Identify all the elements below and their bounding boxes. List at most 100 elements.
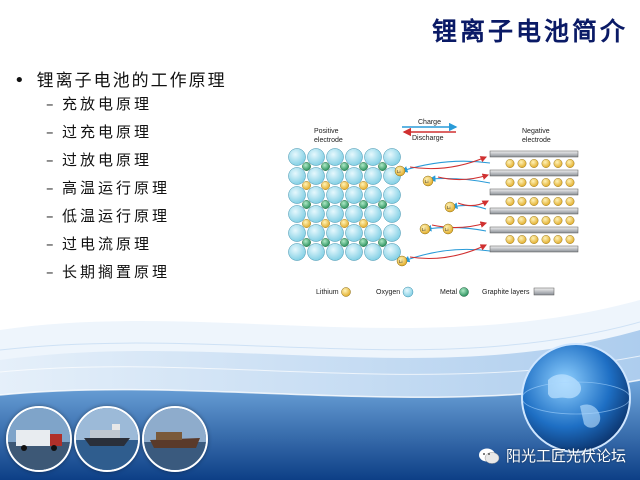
oxygen-atom — [326, 167, 344, 185]
metal-atom — [302, 200, 311, 209]
oxygen-atom — [383, 224, 401, 242]
lithium-atom — [517, 159, 527, 168]
lithium-atom — [529, 235, 539, 244]
oxygen-atom — [326, 186, 344, 204]
legend-metal-marker — [459, 287, 469, 297]
oxygen-atom — [364, 186, 382, 204]
watermark: 阳光工匠光伏论坛 — [478, 445, 626, 466]
lithium-atom — [505, 197, 515, 206]
oxygen-atom — [288, 243, 306, 261]
metal-atom — [340, 162, 349, 171]
list-item-text: 低温运行原理 — [62, 207, 171, 225]
list-item-text: 过放电原理 — [62, 151, 153, 169]
positive-electrode-label: Positive — [314, 128, 339, 135]
oxygen-atom — [326, 148, 344, 166]
negative-electrode-label-2: electrode — [522, 137, 551, 144]
lithium-atom — [565, 235, 575, 244]
oxygen-atom — [288, 186, 306, 204]
lithium-ion-label: Li — [425, 179, 429, 184]
legend-lithium-marker — [341, 287, 351, 297]
graphite-layer — [489, 226, 579, 234]
list-item: –高温运行原理 — [46, 179, 171, 197]
negative-electrode-label: Negative — [522, 128, 550, 135]
lithium-ion-label: Li — [447, 205, 451, 210]
oxygen-atom — [345, 243, 363, 261]
lithium-atom — [553, 159, 563, 168]
lithium-ion — [444, 201, 456, 213]
lithium-atom — [553, 235, 563, 244]
legend-oxygen-label: Oxygen — [376, 289, 400, 296]
lithium-ion-label: Li — [397, 169, 401, 174]
oxygen-atom — [326, 224, 344, 242]
oxygen-atom — [326, 205, 344, 223]
lithium-atom — [529, 197, 539, 206]
cathode-lattice — [288, 148, 401, 261]
legend-metal-label: Metal — [440, 289, 458, 296]
lithium-ion — [442, 223, 454, 235]
lithium-atom — [505, 216, 515, 225]
lithium-ion-label: Li — [422, 227, 426, 232]
oxygen-atom — [307, 148, 325, 166]
lithium-atom — [302, 219, 311, 228]
discharge-ion-arrow — [457, 200, 489, 207]
lithium-atom — [553, 216, 563, 225]
oxygen-atom — [345, 224, 363, 242]
list-item: –过电流原理 — [46, 235, 153, 253]
main-bullet: •锂离子电池的工作原理 — [14, 66, 227, 91]
graphite-layer — [489, 150, 579, 158]
oxygen-atom — [345, 167, 363, 185]
list-item-text: 过电流原理 — [62, 235, 153, 253]
globe-icon — [521, 343, 631, 453]
graphite-layer — [489, 245, 579, 253]
legend-graphite-label: Graphite layers — [482, 289, 530, 296]
metal-atom — [359, 238, 368, 247]
lithium-atom — [541, 235, 551, 244]
metal-atom — [321, 200, 330, 209]
charge-ion-arrow — [400, 160, 491, 173]
metal-atom — [378, 162, 387, 171]
lithium-atom — [553, 178, 563, 187]
lithium-atom — [517, 197, 527, 206]
lithium-atom — [529, 159, 539, 168]
main-bullet-text: 锂离子电池的工作原理 — [36, 71, 227, 91]
metal-atom — [359, 162, 368, 171]
discharge-ion-arrow — [409, 244, 487, 260]
oxygen-atom — [345, 205, 363, 223]
metal-atom — [378, 200, 387, 209]
lithium-atom — [565, 159, 575, 168]
oxygen-atom — [364, 243, 382, 261]
list-item-text: 长期搁置原理 — [62, 263, 171, 281]
oxygen-atom — [364, 167, 382, 185]
list-item: –充放电原理 — [46, 95, 153, 113]
truck-photo — [6, 406, 72, 472]
lithium-atom — [321, 181, 330, 190]
charge-ion-arrow — [402, 248, 491, 263]
discharge-ion-arrow — [437, 173, 490, 181]
legend: Lithium Oxygen Metal Graphite layers — [316, 286, 555, 298]
discharge-label: Discharge — [412, 135, 444, 142]
ship-photo — [74, 406, 140, 472]
lithium-ion-label: Li — [445, 227, 449, 232]
oxygen-atom — [364, 205, 382, 223]
battery-diagram: Positive electrode Negative electrode Ch… — [280, 111, 586, 304]
oxygen-atom — [364, 148, 382, 166]
lithium-atom — [340, 181, 349, 190]
lithium-atom — [565, 216, 575, 225]
lithium-atom — [529, 216, 539, 225]
graphite-layer — [489, 207, 579, 215]
legend-lithium-label: Lithium — [316, 289, 339, 296]
list-item-text: 充放电原理 — [62, 95, 153, 113]
lithium-atom — [553, 197, 563, 206]
lithium-atom — [541, 178, 551, 187]
oxygen-atom — [288, 148, 306, 166]
metal-atom — [321, 238, 330, 247]
lithium-ion — [396, 255, 408, 267]
metal-atom — [302, 238, 311, 247]
lithium-atom — [541, 197, 551, 206]
charge-ion-arrow — [428, 175, 491, 184]
list-item: –过充电原理 — [46, 123, 153, 141]
lithium-ion — [422, 175, 434, 187]
charge-label: Charge — [418, 119, 441, 126]
oxygen-atom — [307, 224, 325, 242]
